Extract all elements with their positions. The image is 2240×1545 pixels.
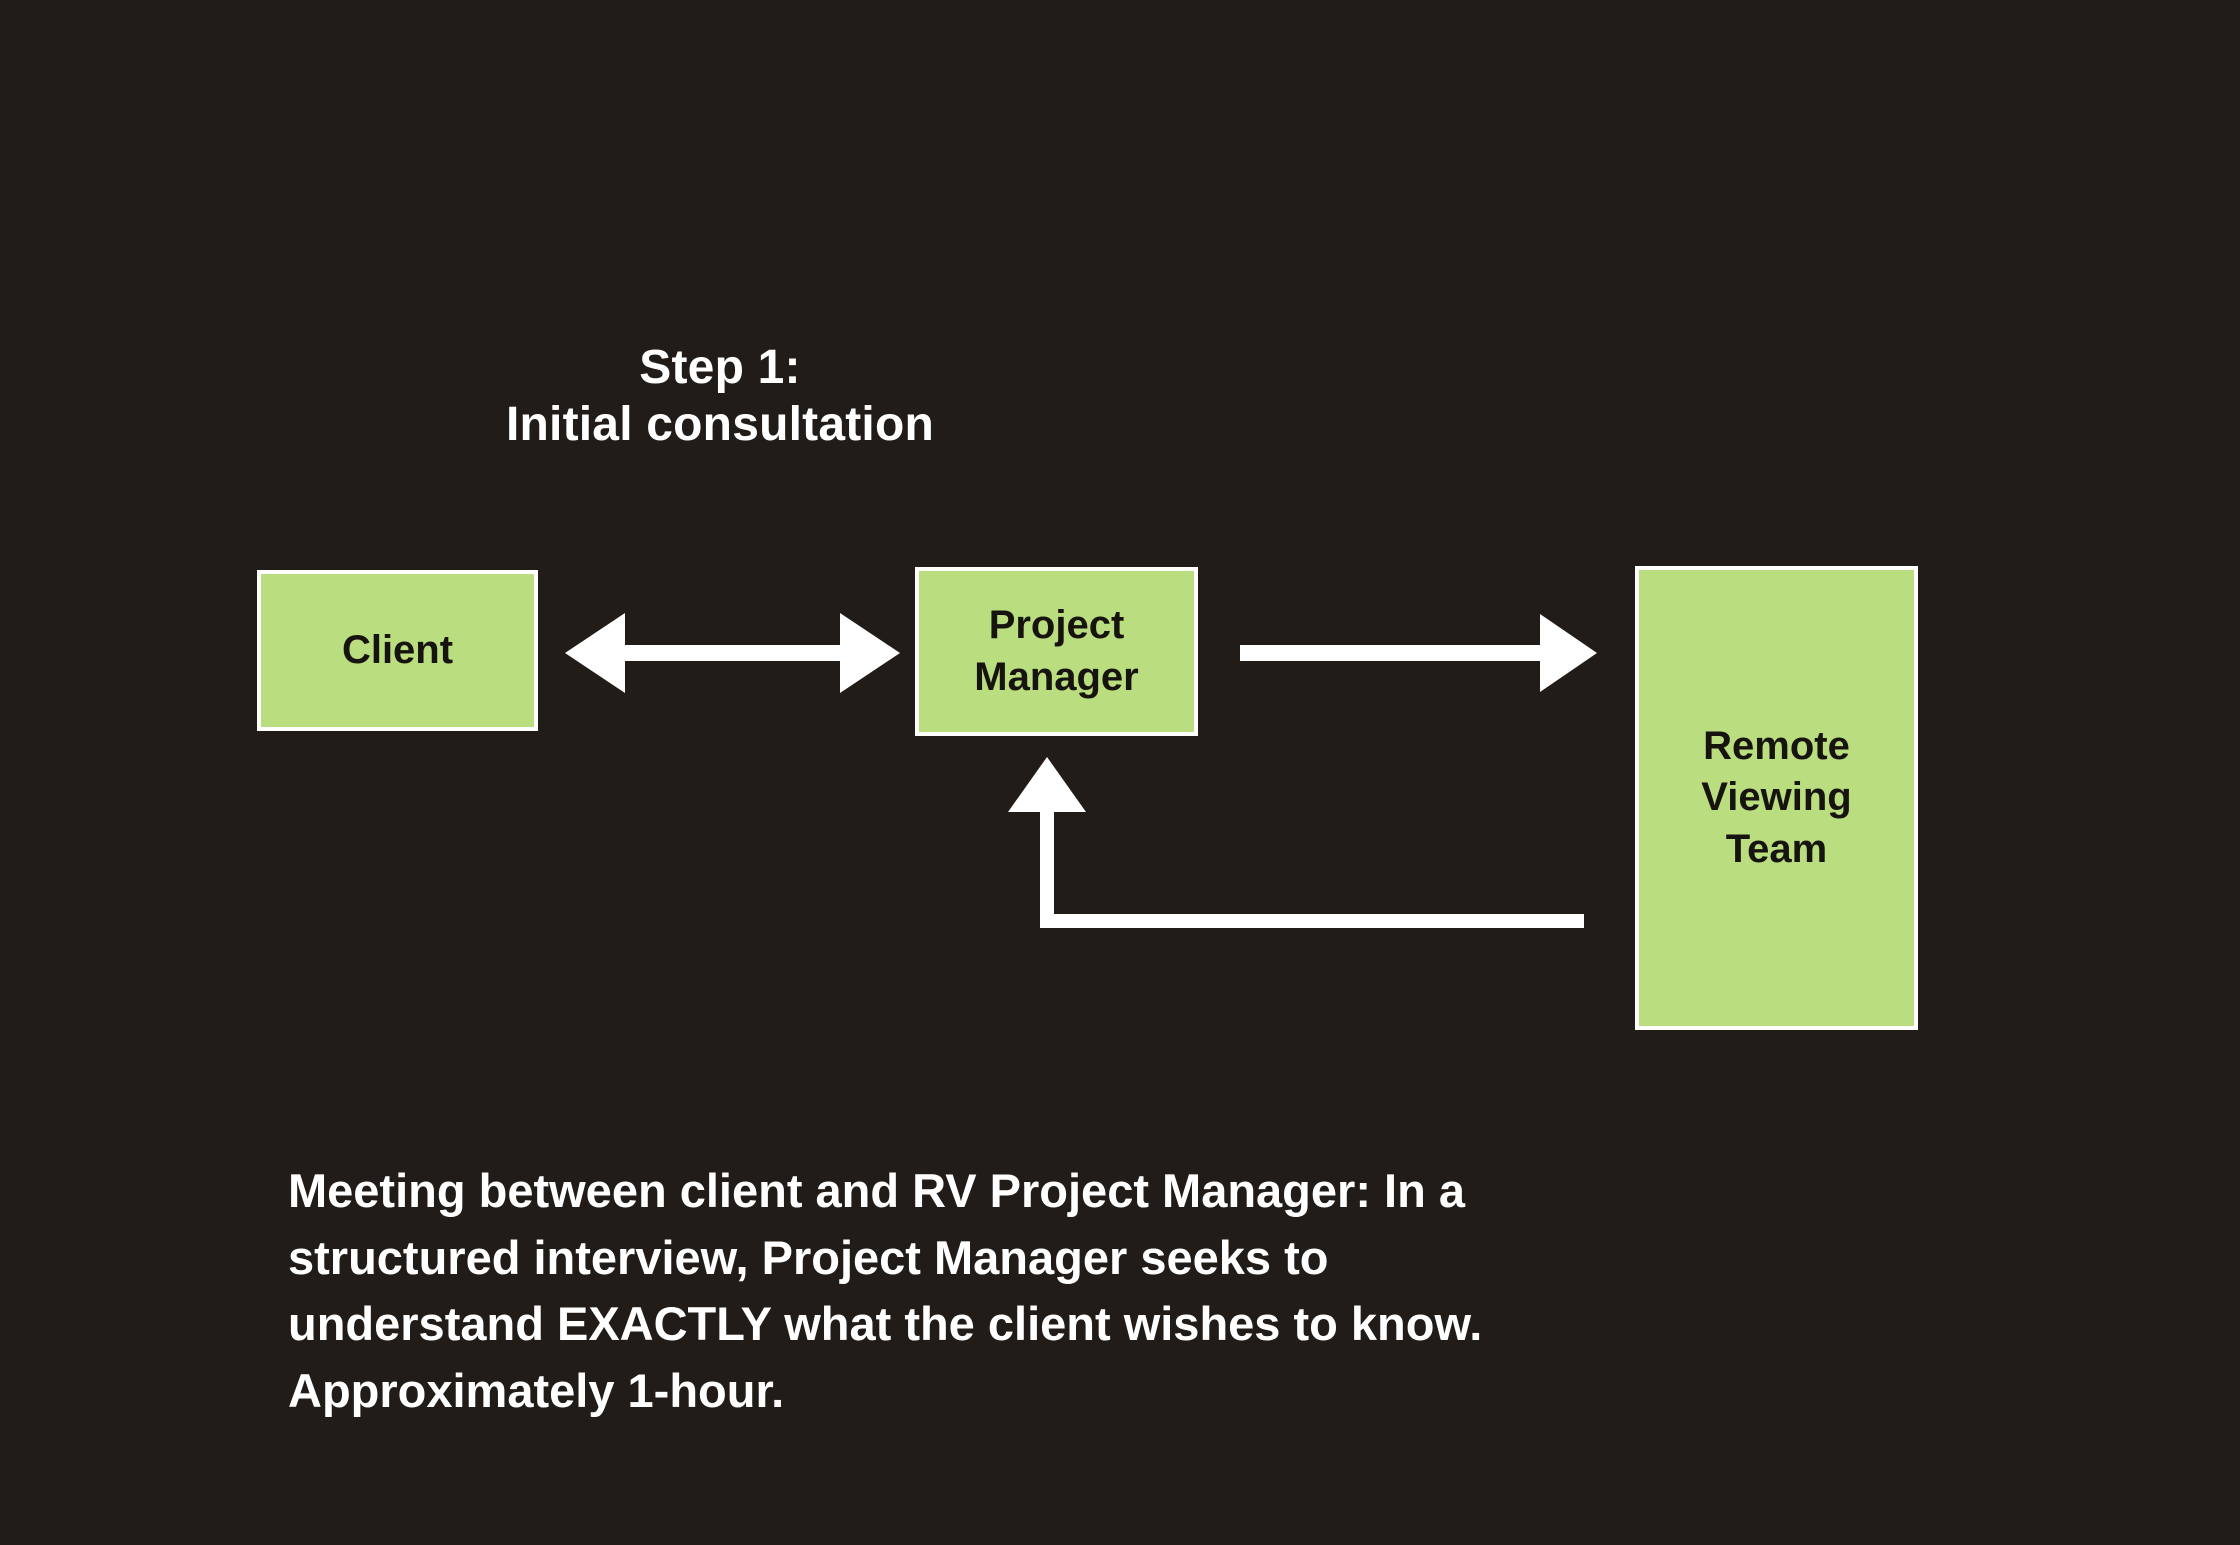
connector-remote-viewing-team-project-manager-feedback-arrow	[1008, 757, 1584, 928]
node-remote-viewing-team[interactable]: Remote Viewing Team	[1635, 566, 1918, 1030]
node-remote-viewing-team-line-3: Team	[1725, 826, 1828, 871]
node-project-manager-line-1: Project	[988, 603, 1125, 648]
node-project-manager[interactable]: Project Manager	[915, 567, 1198, 736]
node-client[interactable]: Client	[257, 570, 538, 731]
node-remote-viewing-team-line-1: Remote	[1703, 724, 1850, 769]
node-client-label: Client	[341, 627, 454, 672]
page-title: Step 1: Initial consultation	[380, 340, 1060, 453]
node-project-manager-label: Project Manager	[968, 600, 1145, 702]
connector-project-manager-remote-viewing-team-arrow	[1240, 614, 1597, 692]
title-line-2: Initial consultation	[505, 397, 934, 451]
node-remote-viewing-team-label: Remote Viewing Team	[1695, 721, 1857, 875]
node-remote-viewing-team-line-2: Viewing	[1701, 775, 1852, 820]
connector-client-project-manager-double-arrow	[565, 613, 900, 693]
node-project-manager-line-2: Manager	[974, 654, 1139, 699]
caption-line-2: structured interview, Project Manager se…	[288, 1230, 1329, 1284]
caption-line-1: Meeting between client and RV Project Ma…	[288, 1164, 1465, 1217]
caption-line-3: understand EXACTLY what the client wishe…	[288, 1297, 1483, 1351]
title-line-1: Step 1:	[639, 341, 801, 394]
caption-line-4: Approximately 1-hour.	[288, 1364, 785, 1418]
caption-block: Meeting between client and RV Project Ma…	[288, 1158, 1638, 1425]
